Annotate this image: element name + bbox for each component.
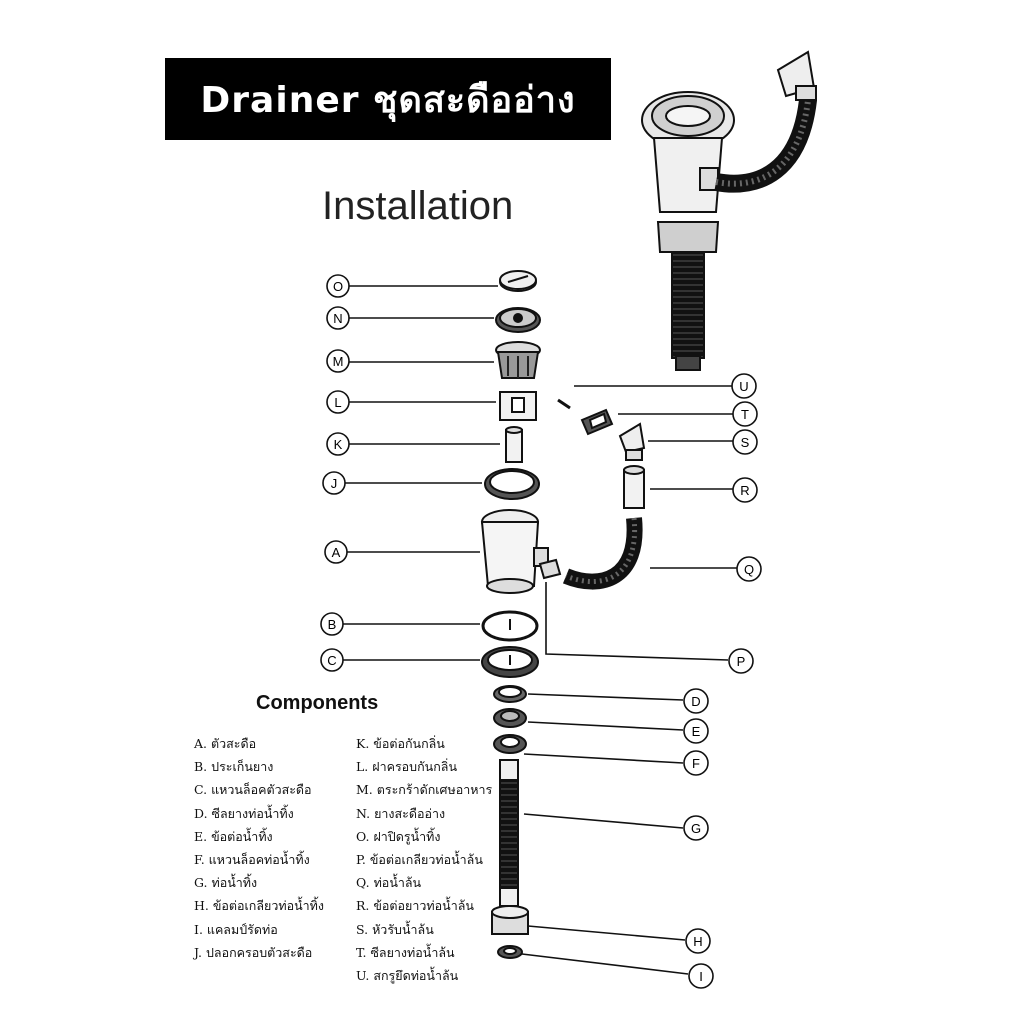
component-item: S. หัวรับน้ำล้น (356, 921, 434, 937)
callout-l: L (326, 390, 350, 414)
callout-i: I (688, 963, 714, 989)
part-a-drain-body (480, 509, 549, 594)
component-item: T. ซีลยางท่อน้ำล้น (356, 944, 455, 960)
part-s-overflow-head (618, 422, 646, 461)
component-item: E. ข้อต่อน้ำทิ้ง (194, 828, 273, 844)
callout-label: I (699, 969, 703, 984)
component-item: D. ซีลยางท่อน้ำทิ้ง (194, 805, 294, 821)
callout-label: M (333, 354, 344, 369)
assembled-drainer-illustration (641, 50, 817, 371)
part-k-trap-connector (505, 426, 523, 463)
banner-title: Drainer ชุดสะดืออ่าง (200, 79, 576, 121)
callout-label: O (333, 279, 343, 294)
component-item: R. ข้อต่อยาวท่อน้ำล้น (356, 898, 474, 914)
callout-a: A (324, 540, 348, 564)
callout-s: S (732, 429, 758, 455)
callout-label: R (740, 483, 749, 498)
component-item: K. ข้อต่อกันกลิ่น (356, 736, 445, 751)
callout-r: R (732, 477, 758, 503)
component-item: G. ท่อน้ำทิ้ง (194, 875, 258, 891)
part-d-seal (493, 685, 527, 703)
callout-b: B (320, 612, 344, 636)
callout-label: D (691, 694, 700, 709)
callout-label: B (328, 617, 337, 632)
component-item: B. ประเก็นยาง (194, 759, 274, 775)
callout-label: N (333, 311, 342, 326)
component-item: A. ตัวสะดือ (194, 736, 257, 751)
callout-e: E (683, 718, 709, 744)
callout-label: H (693, 934, 702, 949)
component-item: Q. ท่อน้ำล้น (356, 875, 422, 891)
part-p-thread-nut (538, 558, 562, 580)
part-f-lock-ring (493, 734, 527, 754)
part-e-connector (493, 708, 527, 728)
callout-label: G (691, 821, 701, 836)
installation-heading: Installation (322, 184, 514, 228)
component-item: O. ฝาปิดรูน้ำทิ้ง (356, 828, 441, 844)
leader-lines (343, 285, 737, 975)
callout-label: J (331, 476, 338, 491)
callout-q: Q (736, 556, 762, 582)
title-banner: Drainer ชุดสะดืออ่าง (165, 58, 611, 140)
part-q-overflow-pipe (562, 517, 643, 590)
part-i-clamp (497, 945, 523, 959)
components-list-left: A. ตัวสะดือ B. ประเก็นยาง C. แหวนล็อคตัว… (194, 732, 324, 964)
component-item: U. สกรูยึดท่อน้ำล้น (356, 968, 459, 984)
callout-d: D (683, 688, 709, 714)
component-item: P. ข้อต่อเกลียวท่อน้ำล้น (356, 852, 483, 868)
part-t-seal (580, 408, 614, 436)
callout-n: N (326, 306, 350, 330)
callout-o: O (326, 274, 350, 298)
callout-g: G (683, 815, 709, 841)
callout-h: H (685, 928, 711, 954)
callout-k: K (326, 432, 350, 456)
part-g-drain-pipe (499, 759, 519, 907)
callout-p: P (728, 648, 754, 674)
callout-u: U (731, 373, 757, 399)
part-c-lock-ring (481, 646, 539, 678)
component-item: L. ฝาครอบกันกลิ่น (356, 759, 457, 775)
component-item: J. ปลอกครอบตัวสะดือ (194, 944, 313, 960)
component-item: C. แหวนล็อคตัวสะดือ (194, 782, 312, 798)
part-h-thread-connector (491, 905, 529, 935)
components-title: Components (256, 692, 379, 714)
components-list-right: K. ข้อต่อกันกลิ่น L. ฝาครอบกันกลิ่น M. ต… (356, 732, 492, 987)
callout-label: S (741, 435, 750, 450)
part-b-gasket (481, 610, 539, 642)
component-item: H. ข้อต่อเกลียวท่อน้ำทิ้ง (194, 898, 325, 914)
component-item: I. แคลมป์รัดท่อ (194, 921, 278, 937)
component-item: F. แหวนล็อคท่อน้ำทิ้ง (194, 852, 310, 868)
part-n-rubber (495, 307, 541, 333)
part-j-cover-ring (484, 468, 540, 500)
callout-label: E (692, 724, 701, 739)
part-l-trap-cover (499, 391, 537, 421)
callout-t: T (732, 401, 758, 427)
callout-label: T (741, 407, 749, 422)
component-item: M. ตระกร้าดักเศษอาหาร (356, 782, 493, 798)
component-item: N. ยางสะดืออ่าง (356, 805, 446, 821)
callout-f: F (683, 750, 709, 776)
callout-m: M (326, 349, 350, 373)
part-u-screw (557, 398, 571, 410)
callout-label: U (739, 379, 748, 394)
part-o-cap (499, 270, 537, 292)
callout-label: P (737, 654, 746, 669)
callout-c: C (320, 648, 344, 672)
callout-label: C (327, 653, 336, 668)
callout-label: K (334, 437, 343, 452)
callout-label: L (334, 395, 341, 410)
callout-j: J (322, 471, 346, 495)
part-r-overflow-connector (623, 465, 645, 509)
part-m-basket (495, 341, 541, 379)
callout-label: A (332, 545, 341, 560)
callout-label: F (692, 756, 700, 771)
callout-label: Q (744, 562, 754, 577)
